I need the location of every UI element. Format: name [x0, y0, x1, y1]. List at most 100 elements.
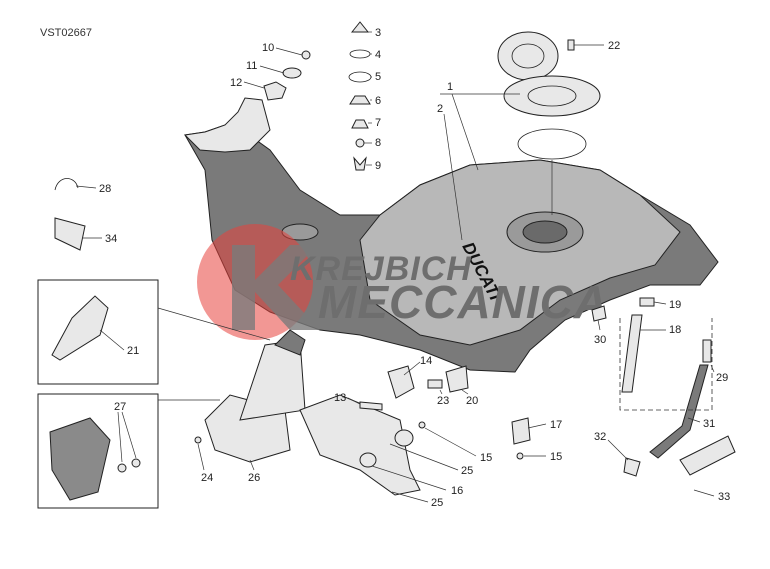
callout-15a: 15 [480, 452, 492, 464]
part-7-valve [351, 119, 369, 129]
callout-27: 27 [114, 401, 126, 413]
callout-14: 14 [420, 355, 432, 367]
ldr-20 [461, 389, 469, 395]
filler-gasket [517, 128, 587, 160]
ldr-15a [424, 427, 477, 457]
callout-13: 13 [334, 392, 346, 404]
part-34-bracket [54, 217, 86, 251]
callout-3: 3 [375, 27, 381, 39]
callout-22: 22 [608, 40, 620, 52]
callout-29: 29 [716, 372, 728, 384]
callout-16: 16 [451, 485, 463, 497]
part-16-bushing [359, 452, 377, 468]
part-27-ring-a [117, 463, 127, 473]
ldr-25b [391, 491, 429, 503]
callout-7: 7 [375, 117, 381, 129]
filler-cap-ring [503, 75, 601, 117]
part-29-fitting [702, 339, 712, 363]
part-15-screw-a [418, 421, 426, 429]
part-15-screw-b [516, 452, 524, 460]
filler-cap-assembly [497, 31, 601, 215]
ldr-10 [275, 47, 303, 56]
part-30-pad [591, 305, 607, 322]
ldr-13 [347, 397, 361, 405]
part-13-bolt [359, 401, 383, 411]
watermark-line2: MECCANICA [318, 276, 608, 328]
part-5-ring [348, 71, 372, 83]
callout-19: 19 [669, 299, 681, 311]
ldr-27a [117, 411, 123, 463]
filler-cap-top [497, 31, 559, 81]
callout-25a: 25 [461, 465, 473, 477]
filler-cap-inner [511, 43, 545, 69]
filler-stack-parts [348, 21, 372, 171]
part-21-connector [51, 295, 109, 361]
callout-20: 20 [466, 395, 478, 407]
part-8-ball [355, 138, 365, 148]
tank-top-shell [359, 159, 681, 346]
ldr-31 [687, 417, 701, 423]
watermark: KREJBICH MECCANICA [197, 224, 608, 340]
part-31-hose [649, 364, 709, 459]
detail-box-21 [37, 279, 159, 385]
part-18-hose [621, 314, 643, 393]
part-27-gasket [49, 417, 111, 501]
callout-31: 31 [703, 418, 715, 430]
ldr-2 [443, 113, 463, 241]
ldr-21-zoom-a [157, 307, 271, 341]
ldr-16 [371, 465, 447, 491]
ldr-12 [243, 81, 265, 89]
part-4-ring [349, 49, 371, 59]
part-14-bracket [387, 365, 415, 399]
part-12-grommet [263, 81, 287, 101]
hose-routing-guide [619, 318, 713, 411]
part-27-ring-b [131, 458, 141, 468]
callout-30: 30 [594, 334, 606, 346]
ldr-29 [710, 364, 715, 373]
callout-28: 28 [99, 183, 111, 195]
callout-33: 33 [718, 491, 730, 503]
callout-17: 17 [550, 419, 562, 431]
part-24-screw [194, 436, 202, 444]
pump-head [274, 329, 306, 356]
ldr-24 [197, 443, 205, 471]
callout-26: 26 [248, 472, 260, 484]
callout-4: 4 [375, 49, 381, 61]
callout-6: 6 [375, 95, 381, 107]
callout-11: 11 [246, 60, 257, 72]
fuel-tank: DUCATI [183, 97, 719, 373]
part-6-valve [349, 95, 371, 105]
ldr-32 [607, 439, 629, 461]
callout-21: 21 [127, 345, 139, 357]
breather-hose-assembly [619, 297, 736, 477]
callout-5: 5 [375, 71, 381, 83]
callout-labels: 1 2 3 4 5 6 7 8 9 10 11 12 13 14 15 15 1… [99, 27, 730, 509]
mounting-hardware [359, 305, 607, 460]
rear-frame [299, 394, 421, 496]
callout-23: 23 [437, 395, 449, 407]
ldr-19 [653, 301, 667, 305]
part-33-bracket [679, 435, 736, 476]
ldr-23 [439, 389, 443, 395]
callout-15b: 15 [550, 451, 562, 463]
ldr-25a [389, 443, 459, 471]
fuel-pump-assembly [194, 329, 306, 463]
ldr-11 [259, 65, 285, 74]
callout-10: 10 [262, 42, 274, 54]
ldr-27b [121, 411, 137, 459]
callout-1: 1 [447, 81, 453, 93]
part-3-cap [350, 21, 370, 33]
part-19-fitting [639, 297, 655, 307]
drawing-code: VST02667 [40, 27, 92, 39]
ldr-28 [75, 185, 97, 189]
callout-8: 8 [375, 137, 381, 149]
ldr-14 [403, 361, 421, 376]
ldr-1b [451, 93, 479, 171]
part-11-washer [282, 67, 302, 79]
part-25-bushing [394, 429, 414, 447]
part-17-clip [511, 417, 531, 445]
tank-front-mount [183, 97, 271, 153]
part-23-bolt [427, 379, 443, 389]
upper-left-small-parts [263, 50, 311, 101]
watermark-k-glyph [232, 245, 320, 330]
